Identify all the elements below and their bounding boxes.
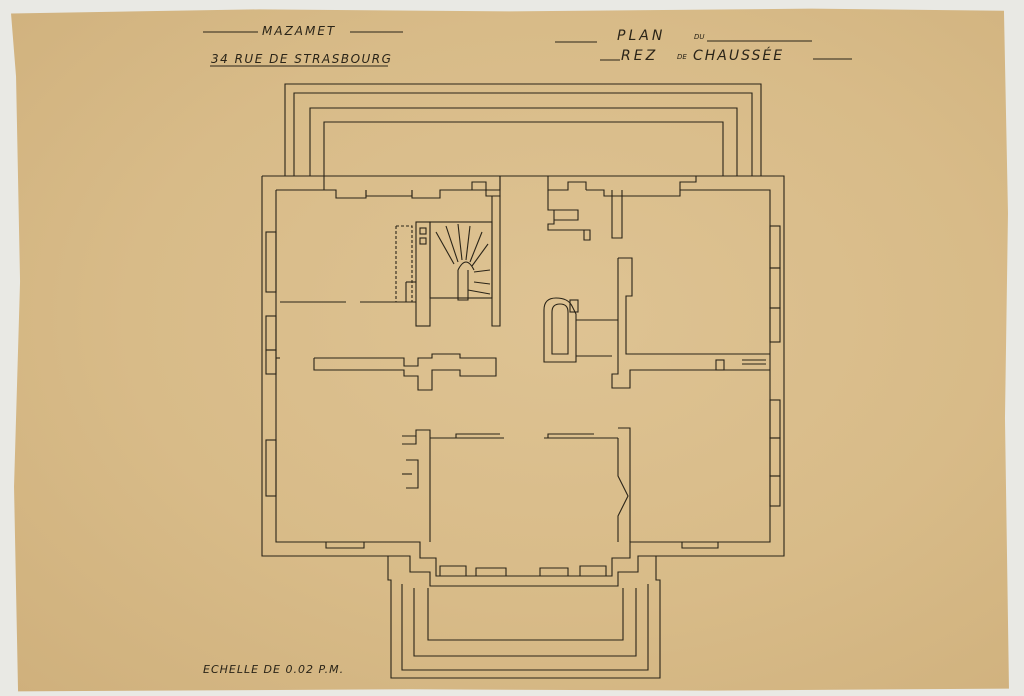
title-plan: Plan <box>617 28 666 44</box>
outer-walls <box>261 175 785 587</box>
title-de: de <box>677 53 687 61</box>
south-wall-openings <box>325 542 719 576</box>
west-wall-windows <box>265 231 277 497</box>
title-du: du <box>694 33 705 41</box>
scale-label: Echelle de 0.02 p.m. <box>203 663 345 676</box>
city-name: Mazamet <box>262 24 337 38</box>
east-wall-windows <box>769 225 781 507</box>
title-underlines-right <box>555 40 852 61</box>
interior-walls-left <box>276 221 497 391</box>
title-underlines-left <box>203 31 403 67</box>
main-staircase <box>429 195 501 327</box>
south-terrace-steps <box>387 556 661 679</box>
central-partitions <box>547 190 623 241</box>
interior-walls-right <box>611 257 770 389</box>
north-wall-details <box>324 176 722 199</box>
title-rez: Rez <box>621 48 659 64</box>
title-chaussee: Chaussée <box>693 48 785 64</box>
secondary-staircase <box>543 297 618 363</box>
street-address: 34 Rue de Strasbourg <box>211 52 393 66</box>
interior-walls-lower <box>402 427 631 542</box>
north-terrace-steps <box>284 83 762 176</box>
